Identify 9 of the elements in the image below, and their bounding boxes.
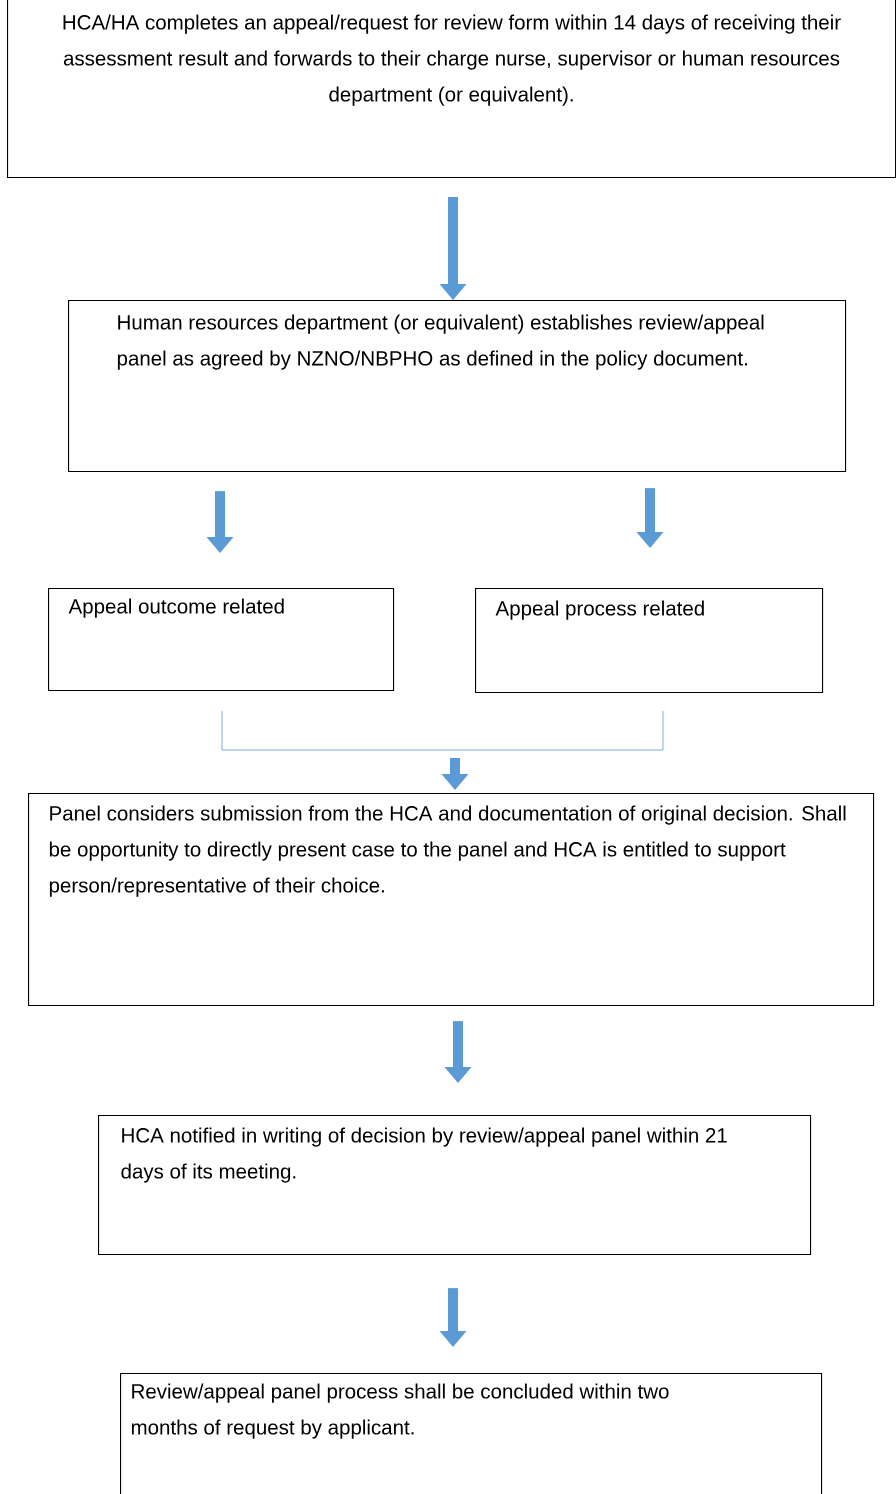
process-box: Appeal process related bbox=[475, 588, 824, 694]
process-box: Panel considers submission from the HCA and documentation of original decision. Shall be opportunity to directly present case to the panel and HCA is entitled to support person/representative of their choice. bbox=[28, 793, 875, 1007]
process-box: Review/appeal panel process shall be concluded within two months of request by applicant. bbox=[120, 1373, 823, 1494]
bracket-line bbox=[454, 710, 664, 751]
process-box: HCA notified in writing of decision by review/appeal panel within 21 days of its meeting. bbox=[98, 1115, 812, 1256]
process-box: Appeal outcome related bbox=[48, 588, 395, 692]
process-box: HCA/HA completes an appeal/request for review form within 14 days of receiving their assessment result and forwards to their charge nurse, supervisor or human resources department (or equivalent). bbox=[7, 0, 896, 179]
bracket-line bbox=[221, 710, 456, 751]
process-box: Human resources department (or equivalent) establishes review/appeal panel as agreed by NZNO/NBPHO as defined in the policy document. bbox=[68, 300, 847, 473]
